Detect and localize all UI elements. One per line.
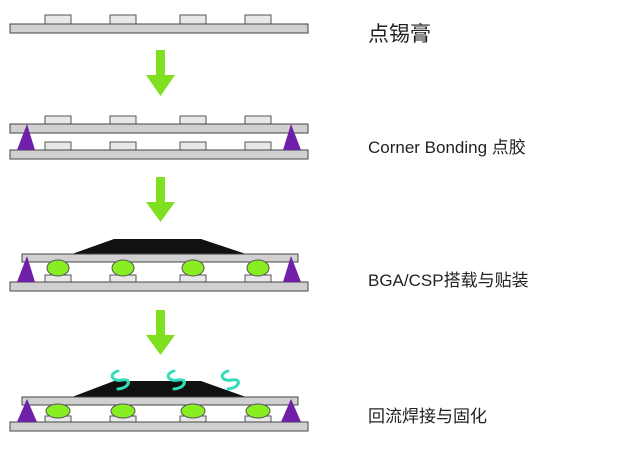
corner-glue-right xyxy=(281,399,301,422)
solder-ball xyxy=(181,259,205,277)
step-4-reflow-cure xyxy=(9,369,309,432)
bottom-pad xyxy=(44,141,72,151)
solder-ball xyxy=(110,403,136,419)
solder-paste-pads xyxy=(44,14,272,25)
corner-glue-left xyxy=(17,256,35,282)
solder-ball xyxy=(111,259,135,277)
pcb-substrate xyxy=(9,281,309,292)
corner-glue-right xyxy=(283,124,301,150)
step-2-corner-bonding xyxy=(9,115,309,160)
down-arrow-icon xyxy=(146,177,175,222)
bga-chip-die xyxy=(72,239,246,254)
solder-ball xyxy=(245,403,271,419)
step-1-solder-paste xyxy=(9,14,309,34)
heat-wave-icon xyxy=(110,369,240,391)
corner-glue-left xyxy=(17,124,35,150)
top-pad xyxy=(109,115,137,125)
pcb-substrate xyxy=(9,23,309,34)
top-pad xyxy=(44,115,72,125)
down-arrow-icon xyxy=(146,50,175,96)
bga-substrate xyxy=(21,253,299,263)
step-label-corner-bonding: Corner Bonding 点胶 xyxy=(368,138,526,157)
down-arrow-icon xyxy=(146,310,175,355)
solder-ball xyxy=(180,403,206,419)
solder-paste-pad xyxy=(109,14,137,25)
solder-ball xyxy=(246,259,270,277)
step-3-bga-placement xyxy=(9,239,309,292)
upper-substrate xyxy=(9,123,309,134)
bga-chip-die xyxy=(72,381,246,397)
bottom-pad xyxy=(179,141,207,151)
step-label-solder-paste: 点锡膏 xyxy=(368,23,431,46)
top-pad xyxy=(179,115,207,125)
solder-ball xyxy=(46,259,70,277)
solder-paste-pad xyxy=(244,14,272,25)
solder-paste-pad xyxy=(44,14,72,25)
solder-ball xyxy=(45,403,71,419)
bga-substrate xyxy=(21,396,299,406)
pcb-substrate xyxy=(9,149,309,160)
step-label-bga-placement: BGA/CSP搭载与贴装 xyxy=(368,271,529,290)
bottom-pad xyxy=(244,141,272,151)
top-pad xyxy=(244,115,272,125)
pcb-substrate xyxy=(9,421,309,432)
solder-paste-pad xyxy=(179,14,207,25)
step-label-reflow-cure: 回流焊接与固化 xyxy=(368,407,487,426)
corner-glue-right xyxy=(283,256,301,282)
bottom-pad xyxy=(109,141,137,151)
corner-glue-left xyxy=(17,399,37,422)
